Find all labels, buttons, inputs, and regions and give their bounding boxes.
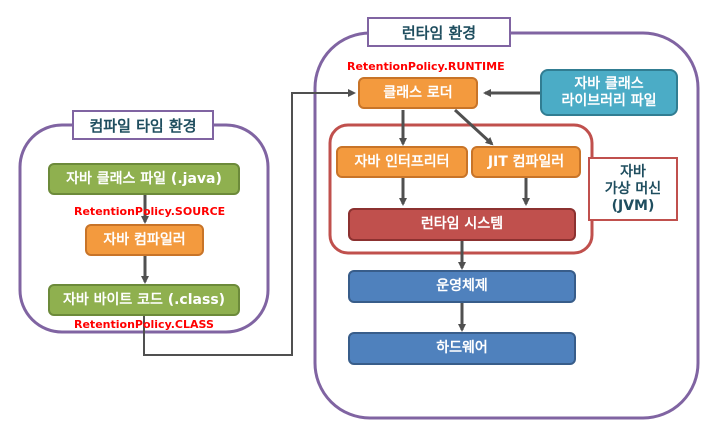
class-library-line2: 라이브러리 파일 — [561, 92, 657, 109]
arrow-bytecode-to-loader — [143, 89, 356, 356]
java-interpreter-box: 자바 인터프리터 — [336, 146, 468, 178]
policy-source-label: RetentionPolicy.SOURCE — [74, 205, 226, 218]
compile-env-title: 컴파일 타임 환경 — [72, 110, 214, 140]
java-bytecode-box: 자바 바이트 코드 (.class) — [48, 284, 240, 316]
runtime-env-title: 런타임 환경 — [367, 17, 511, 47]
hardware-box: 하드웨어 — [348, 332, 576, 365]
policy-class-label: RetentionPolicy.CLASS — [74, 318, 214, 331]
java-source-file-box: 자바 클래스 파일 (.java) — [48, 163, 240, 195]
jit-compiler-box: JIT 컴파일러 — [471, 146, 581, 178]
jvm-label: 자바 가상 머신 (JVM) — [588, 157, 678, 221]
runtime-system-box: 런타임 시스템 — [348, 208, 576, 241]
class-library-line1: 자바 클래스 — [574, 75, 644, 92]
operating-system-box: 운영체제 — [348, 270, 576, 303]
jvm-label-line2: 가상 머신 — [604, 180, 662, 197]
class-library-box: 자바 클래스 라이브러리 파일 — [540, 69, 678, 116]
policy-runtime-label: RetentionPolicy.RUNTIME — [347, 60, 505, 73]
jvm-label-line3: (JVM) — [611, 197, 655, 214]
jvm-label-line1: 자바 — [620, 163, 646, 180]
java-compiler-box: 자바 컴파일러 — [85, 224, 204, 256]
class-loader-box: 클래스 로더 — [358, 77, 478, 109]
arrow-loader-to-jit — [453, 108, 494, 146]
